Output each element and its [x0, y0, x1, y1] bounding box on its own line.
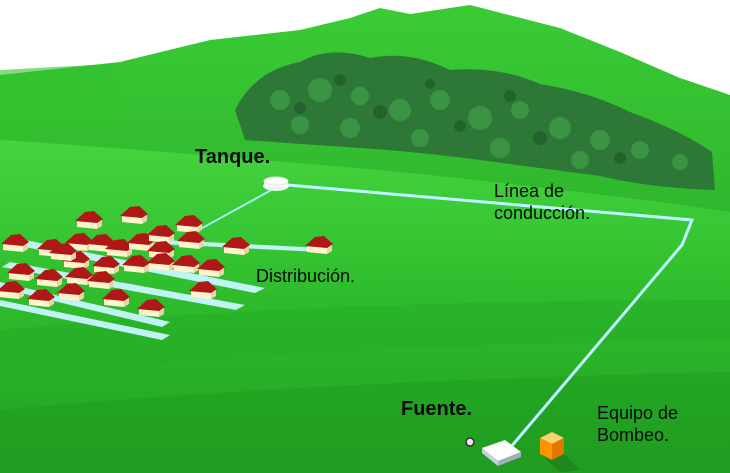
left-hill-shade: [0, 64, 130, 140]
conduction-pipe: [274, 182, 695, 450]
house-icon: [65, 267, 93, 285]
house-icon: [87, 271, 115, 289]
house-icon: [120, 206, 148, 224]
house-icon: [122, 255, 150, 273]
well-icon: [465, 437, 475, 447]
house-icon: [197, 259, 225, 277]
house-icon: [147, 253, 175, 271]
conduction-line-label: Línea de conducción.: [494, 180, 590, 224]
house-icon: [75, 211, 103, 229]
house-icon: [27, 289, 55, 307]
tank-label: Tanque.: [195, 146, 271, 168]
house-icon: [137, 299, 165, 317]
house-icon: [305, 236, 333, 254]
house-icon: [49, 243, 77, 261]
houses: [0, 206, 333, 317]
pipelines: [194, 182, 695, 450]
distribution-label: Distribución.: [256, 266, 356, 286]
forest-texture: [270, 78, 688, 170]
house-icon: [105, 239, 133, 257]
house-icon: [7, 263, 35, 281]
house-icon: [1, 234, 29, 252]
forest-shadows: [294, 74, 626, 164]
house-icon: [57, 283, 85, 301]
pump-label: Equipo de Bombeo.: [597, 402, 678, 446]
house-icon: [175, 215, 203, 233]
house-icon: [0, 281, 25, 299]
tank-icon: [263, 176, 289, 191]
house-icon: [147, 225, 175, 243]
pump-label-1: Equipo de: [597, 403, 679, 423]
pump-label-2: Bombeo.: [597, 425, 670, 445]
house-icon: [189, 281, 217, 299]
source-label: Fuente.: [401, 398, 473, 420]
house-icon: [35, 269, 63, 287]
house-icon: [102, 289, 130, 307]
conduction-line-label-1: Línea de: [494, 181, 565, 201]
house-icon: [177, 231, 205, 249]
pump-box-icon: [540, 432, 580, 472]
ground-band-1: [0, 300, 730, 380]
source-box: [482, 440, 521, 466]
tank-to-town-pipe: [194, 187, 276, 233]
house-icon: [172, 255, 200, 273]
house-icon: [92, 256, 120, 274]
house-icon: [222, 237, 250, 255]
conduction-line-label-2: conducción.: [494, 203, 591, 223]
